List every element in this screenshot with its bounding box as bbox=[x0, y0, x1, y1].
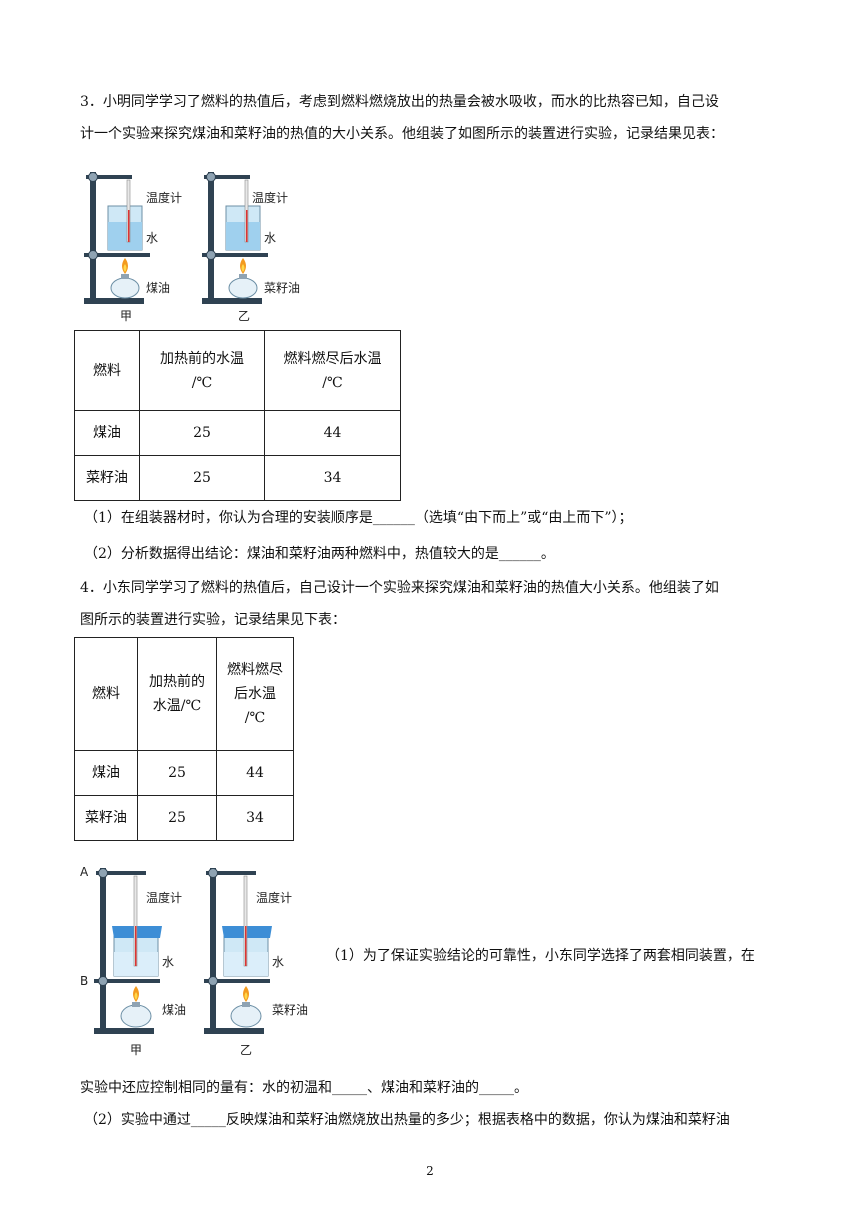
table-row: 煤油 25 44 bbox=[74, 410, 401, 456]
q3-left-fuel-label: 煤油 bbox=[146, 281, 170, 295]
q3-left-caption: 甲 bbox=[120, 309, 132, 323]
q4-apparatus-left: 温度计 水 煤油 甲 bbox=[94, 868, 186, 1057]
q4-right-thermometer-label: 温度计 bbox=[256, 890, 292, 905]
table-row: 菜籽油 25 34 bbox=[74, 455, 401, 501]
q4-header-fuel: 燃料 bbox=[74, 637, 138, 751]
q4-label-b: B bbox=[80, 974, 88, 988]
q3-apparatus-right: 温度计 水 菜籽油 乙 bbox=[202, 172, 300, 323]
q4-subquestion-2: （2）实验中通过_____反映煤油和菜籽油燃烧放出热量的多少；根据表格中的数据，… bbox=[84, 1112, 730, 1128]
q4-left-thermometer-label: 温度计 bbox=[146, 890, 182, 905]
q4-stem-line2: 图所示的装置进行实验，记录结果见下表： bbox=[80, 612, 346, 628]
q3-data-table: 燃料 加热前的水温 /℃ 燃料燃尽后水温 /℃ 煤油 25 44 菜籽油 25 … bbox=[74, 330, 401, 501]
table-row: 菜籽油 25 34 bbox=[74, 795, 294, 841]
q3-left-thermometer-label: 温度计 bbox=[146, 190, 182, 205]
q4-left-water-label: 水 bbox=[162, 955, 174, 969]
table-row: 煤油 25 44 bbox=[74, 750, 294, 796]
q3-left-water-label: 水 bbox=[146, 231, 158, 245]
q4-subquestion-1-part2: 实验中还应控制相同的量有：水的初温和_____、煤油和菜籽油的_____。 bbox=[80, 1080, 528, 1096]
q4-right-fuel-label: 菜籽油 bbox=[272, 1003, 308, 1017]
q4-apparatus-right: 温度计 水 菜籽油 乙 bbox=[204, 868, 308, 1057]
q3-stem-line1: 3．小明同学学习了燃料的热值后，考虑到燃料燃烧放出的热量会被水吸收，而水的比热容… bbox=[80, 94, 719, 110]
q3-header-fuel: 燃料 bbox=[74, 330, 140, 411]
q3-header-before: 加热前的水温 /℃ bbox=[139, 330, 265, 411]
q3-subquestion-2: （2）分析数据得出结论：煤油和菜籽油两种燃料中，热值较大的是______。 bbox=[84, 546, 555, 562]
q4-left-fuel-label: 煤油 bbox=[162, 1003, 186, 1017]
q3-right-water-label: 水 bbox=[264, 231, 276, 245]
q4-header-after: 燃料燃尽 后水温 /℃ bbox=[216, 637, 294, 751]
q3-apparatus-figure: 温度计 水 煤油 甲 温度计 水 菜籽油 乙 bbox=[84, 172, 300, 323]
q4-label-a: A bbox=[80, 865, 89, 879]
page-number: 2 bbox=[426, 1164, 434, 1178]
q4-left-caption: 甲 bbox=[130, 1043, 142, 1057]
q4-header-before: 加热前的 水温/℃ bbox=[137, 637, 217, 751]
q3-right-caption: 乙 bbox=[238, 309, 250, 323]
q3-right-fuel-label: 菜籽油 bbox=[264, 281, 300, 295]
q4-apparatus-figure: A B 温度计 水 煤油 甲 bbox=[80, 865, 308, 1057]
q4-stem-line1: 4．小东同学学习了燃料的热值后，自己设计一个实验来探究煤油和菜籽油的热值大小关系… bbox=[80, 580, 719, 596]
q4-right-water-label: 水 bbox=[272, 955, 284, 969]
q3-subquestion-1: （1）在组装器材时，你认为合理的安装顺序是______（选填“由下而上”或“由上… bbox=[84, 510, 633, 526]
q4-subquestion-1-part1: （1）为了保证实验结论的可靠性，小东同学选择了两套相同装置，在 bbox=[326, 948, 755, 964]
q3-header-after: 燃料燃尽后水温 /℃ bbox=[264, 330, 401, 411]
q4-right-caption: 乙 bbox=[240, 1043, 252, 1057]
q3-stem-line2: 计一个实验来探究煤油和菜籽油的热值的大小关系。他组装了如图所示的装置进行实验，记… bbox=[80, 126, 724, 142]
q4-data-table: 燃料 加热前的 水温/℃ 燃料燃尽 后水温 /℃ 煤油 25 44 菜籽油 25… bbox=[74, 637, 294, 841]
q3-apparatus-left: 温度计 水 煤油 甲 bbox=[84, 172, 182, 323]
q3-right-thermometer-label: 温度计 bbox=[252, 190, 288, 205]
